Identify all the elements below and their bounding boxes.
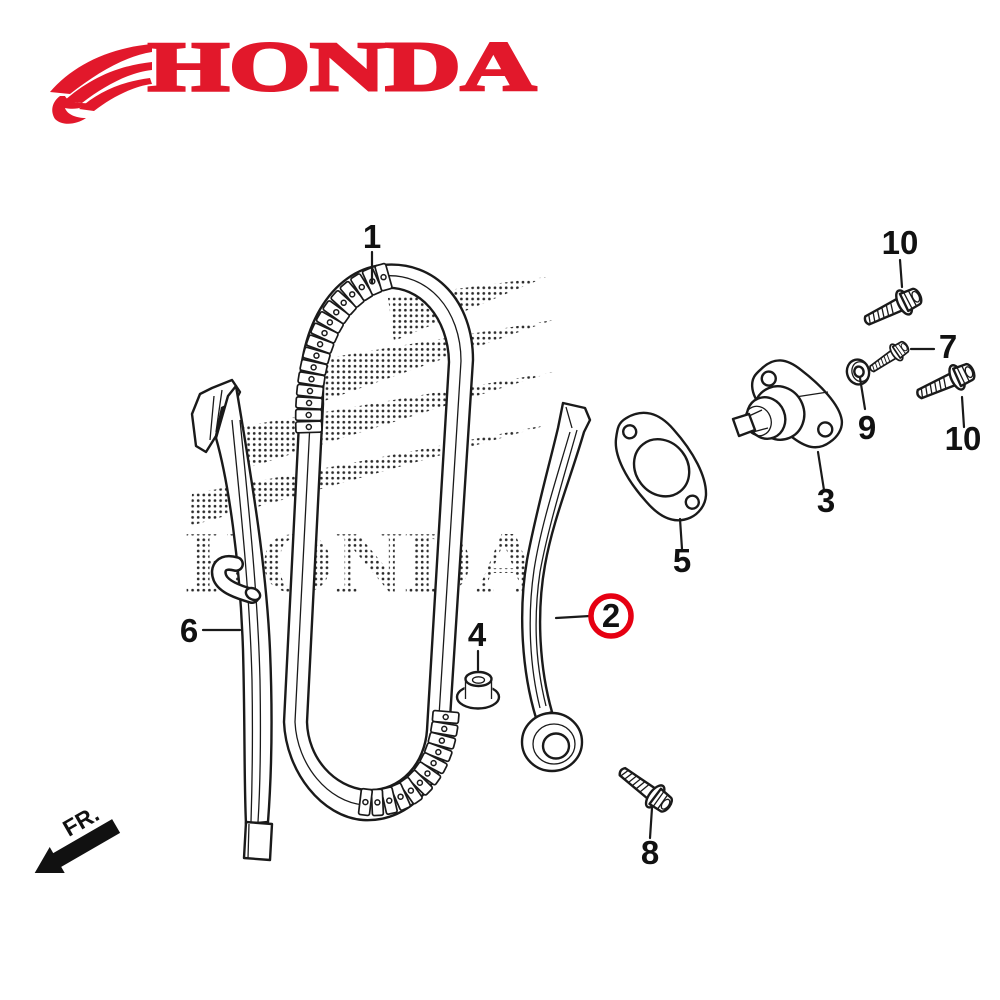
callout-1: 1 — [363, 218, 381, 255]
callout-5: 5 — [673, 542, 691, 579]
bolt-7 — [864, 336, 913, 379]
flange-bolt-10-top — [858, 281, 927, 335]
tensioner-arm — [520, 401, 592, 773]
brand-wordmark: HONDA — [148, 29, 537, 106]
callout-10-bottom: 10 — [945, 420, 982, 457]
callout-10-top: 10 — [882, 224, 919, 261]
callout-8: 8 — [641, 834, 659, 871]
tensioner-lifter — [731, 359, 844, 449]
callout-7: 7 — [939, 328, 957, 365]
chain-link-texture — [294, 262, 460, 817]
flange-bolt-10-bottom — [911, 357, 980, 408]
washer — [845, 358, 871, 386]
front-direction-indicator: FR. — [34, 800, 121, 873]
chain-guide — [190, 378, 274, 862]
leader-lines — [201, 250, 966, 840]
collar — [455, 670, 501, 710]
callout-2: 2 — [602, 597, 620, 634]
flange-bolt-8 — [611, 758, 679, 819]
cam-chain — [282, 262, 475, 822]
callout-9: 9 — [858, 409, 876, 446]
honda-wing-icon — [50, 44, 152, 124]
callout-4: 4 — [468, 616, 487, 653]
callout-labels: 1 3 4 5 6 7 8 9 10 10 — [180, 218, 982, 871]
callout-6: 6 — [180, 612, 198, 649]
highlighted-callout-2: 2 — [588, 593, 634, 639]
gasket — [614, 411, 708, 522]
callout-3: 3 — [817, 482, 835, 519]
honda-logo: HONDA — [50, 28, 538, 124]
fr-arrow-icon — [34, 819, 121, 873]
